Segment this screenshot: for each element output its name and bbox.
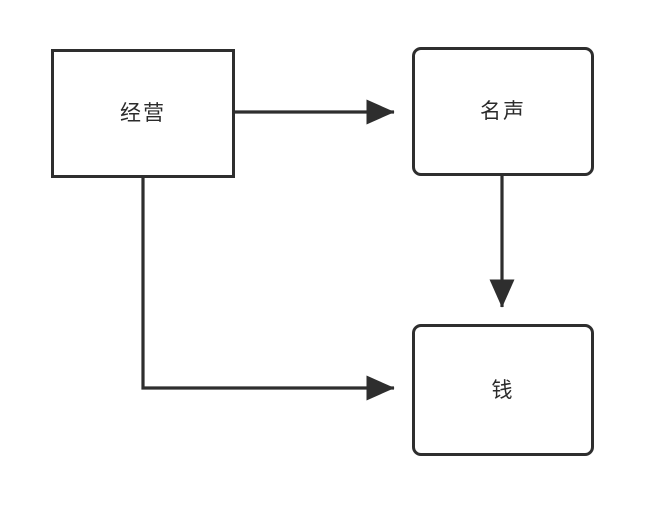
- node-jingying[interactable]: 经营: [51, 49, 235, 178]
- node-mingsheng[interactable]: 名声: [412, 47, 594, 176]
- node-qian[interactable]: 钱: [412, 324, 594, 456]
- node-qian-label: 钱: [491, 377, 515, 402]
- connector-jingying-to-qian: [141, 178, 395, 401]
- node-mingsheng-label: 名声: [480, 99, 526, 123]
- node-jingying-label: 经营: [120, 101, 166, 125]
